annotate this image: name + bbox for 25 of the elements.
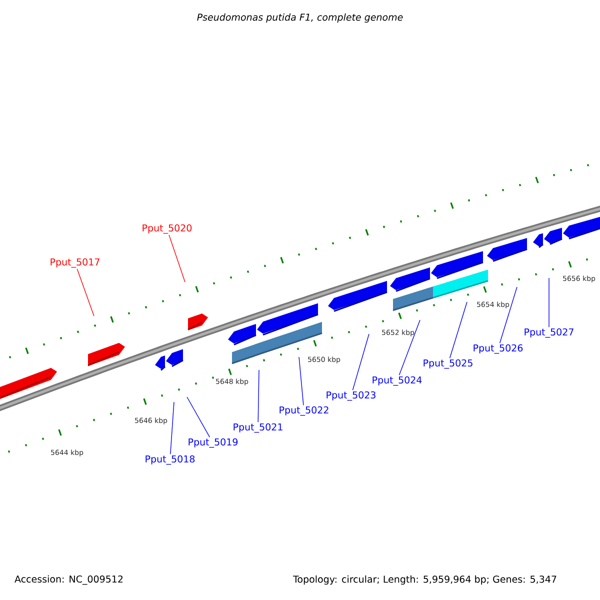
gene-label: Pput_5024 bbox=[372, 376, 422, 386]
leader-line bbox=[298, 356, 304, 406]
leader-line bbox=[499, 286, 518, 344]
gene-label: Pput_5017 bbox=[50, 258, 100, 268]
leader-line bbox=[168, 234, 186, 282]
gene-label: Pput_5020 bbox=[142, 224, 192, 234]
gene-label: Pput_5022 bbox=[280, 406, 328, 416]
gene-label: Pput_5025 bbox=[424, 359, 472, 369]
gene-label: Pput_5019 bbox=[188, 438, 238, 448]
leader-line bbox=[352, 334, 370, 391]
leader-line bbox=[186, 396, 210, 438]
leader-line bbox=[76, 268, 94, 316]
footer-text: Topology: circular; Length: 5,959,964 bp; Genes: 5,347 bbox=[293, 575, 556, 585]
gene-label: Pput_5021 bbox=[234, 423, 282, 433]
leader-line bbox=[170, 402, 174, 455]
gene-label: Pput_5023 bbox=[326, 391, 376, 401]
footer-text: Accession: NC_009512 bbox=[14, 575, 123, 585]
leader-line bbox=[398, 320, 420, 376]
title: Pseudomonas putida F1, complete genome bbox=[197, 13, 403, 23]
gene-label: Pput_5026 bbox=[474, 344, 523, 354]
leader-line bbox=[449, 302, 468, 359]
leader-line bbox=[258, 370, 260, 423]
leader-line bbox=[548, 278, 550, 328]
gene-label: Pput_5027 bbox=[524, 328, 574, 338]
gene-label: Pput_5018 bbox=[146, 455, 195, 465]
